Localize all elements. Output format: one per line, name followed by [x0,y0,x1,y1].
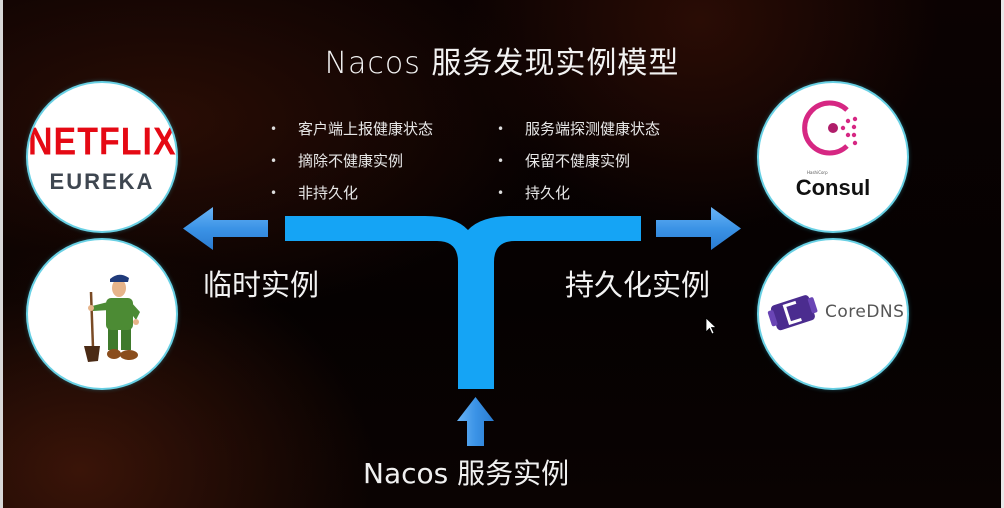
netflix-wordmark: NETFLIX [28,120,176,164]
ephemeral-instance-label: 临时实例 [203,268,320,302]
eureka-wordmark: EUREKA [49,169,155,194]
list-item: 非持久化 [270,177,433,209]
coredns-wordmark: CoreDNS [825,302,905,322]
slide-title: Nacos 服务发现实例模型 [324,46,680,81]
window-edge-left [0,0,3,508]
right-arrow-icon [656,207,741,250]
nacos-service-instance-label: Nacos 服务实例 [363,457,570,490]
list-item: 客户端上报健康状态 [270,113,433,145]
digger-mascot-icon [84,274,140,362]
list-item: 摘除不健康实例 [270,145,433,177]
list-item: 保留不健康实例 [497,145,660,177]
eureka-mascot-logo [28,240,176,388]
persistent-features-list: 服务端探测健康状态 保留不健康实例 持久化 [497,113,660,209]
consul-logo: HashiCorp Consul [759,83,907,231]
up-arrow-icon [457,397,494,446]
persistent-instance-label: 持久化实例 [565,268,711,302]
coredns-mark-icon [767,295,818,331]
list-item: 服务端探测健康状态 [497,113,660,145]
coredns-logo: CoreDNS [759,240,907,388]
hashicorp-label: HashiCorp [807,170,828,175]
consul-mark-icon [802,100,858,156]
window-edge-right [1001,0,1004,508]
eureka-logo: NETFLIX EUREKA [28,83,176,231]
mouse-cursor-icon [705,317,718,335]
consul-wordmark: Consul [795,175,871,200]
list-item: 持久化 [497,177,660,209]
connector-shape [285,216,641,389]
left-arrow-icon [183,207,268,250]
ephemeral-features-list: 客户端上报健康状态 摘除不健康实例 非持久化 [270,113,433,209]
